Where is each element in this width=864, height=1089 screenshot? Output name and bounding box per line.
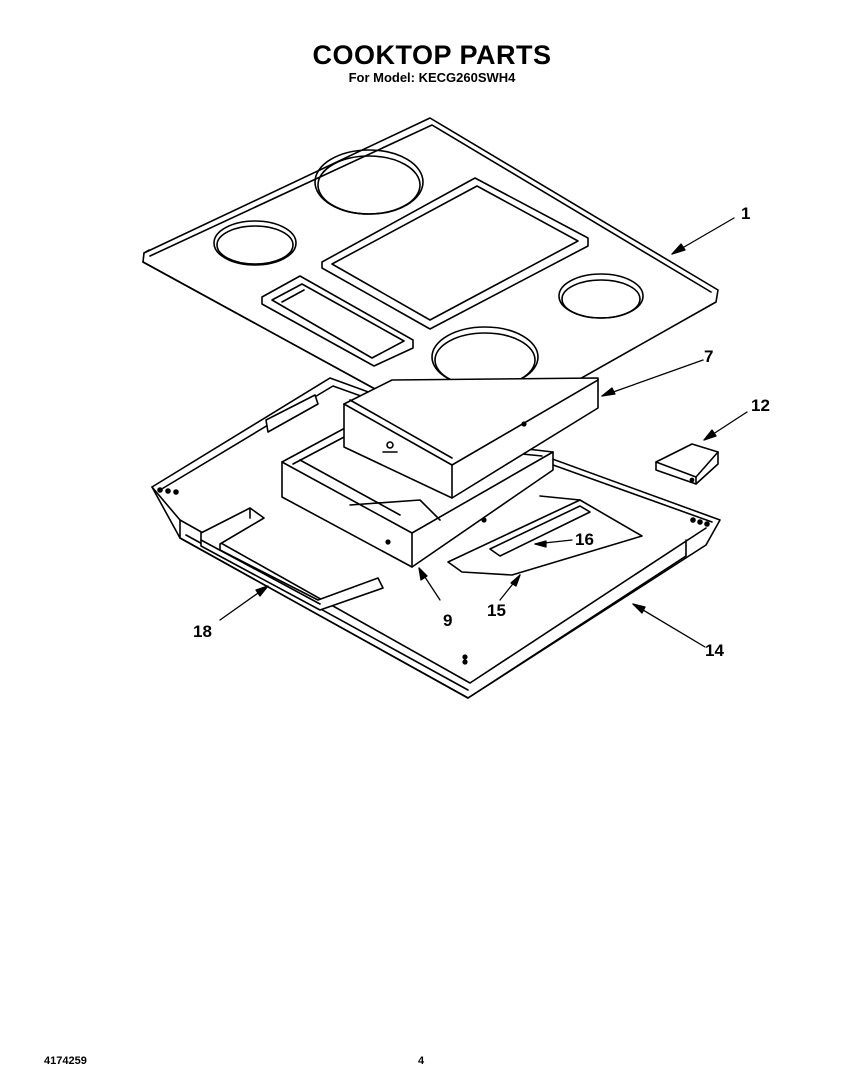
page-title: COOKTOP PARTS: [312, 40, 552, 70]
upper-box: [343, 377, 599, 499]
callout-15: 15: [487, 601, 506, 620]
callout-16: 16: [575, 530, 594, 549]
callout-18: 18: [193, 622, 212, 641]
bracket-with-slot: [447, 495, 643, 576]
grill-recess: [321, 177, 589, 330]
model-subtitle: For Model: KECG260SWH4: [348, 70, 516, 85]
callout-9: 9: [443, 611, 452, 630]
callout-7: 7: [704, 347, 713, 366]
callout-12: 12: [751, 396, 770, 415]
callout-1: 1: [741, 204, 750, 223]
part-number: 4174259: [44, 1055, 87, 1067]
small-bracket: [655, 443, 719, 485]
cooktop-top-panel: [142, 117, 719, 442]
control-slot: [261, 275, 414, 367]
callout-14: 14: [705, 641, 724, 660]
burner-opening-rear-left: [213, 220, 297, 266]
callout-leaders: [219, 217, 748, 648]
page-number: 4: [418, 1055, 425, 1067]
front-strip: [200, 507, 384, 611]
